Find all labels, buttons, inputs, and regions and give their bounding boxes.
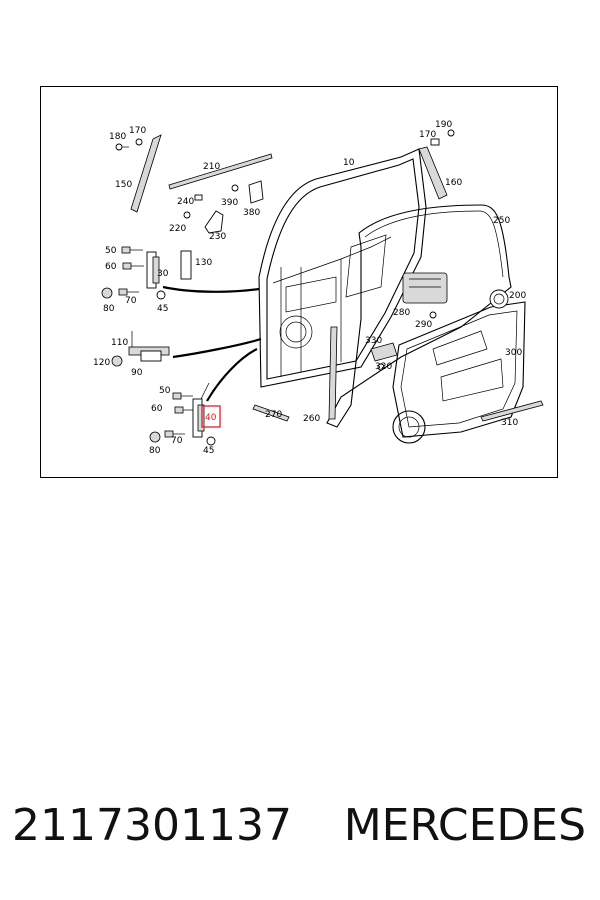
regulator-motor-280 (402, 272, 448, 304)
plate-130 (180, 250, 192, 280)
callout-170: 170 (129, 126, 146, 136)
bolt-50-upper (121, 246, 143, 254)
footer: 2117301137 MERCEDES (0, 800, 600, 860)
door-handle-330 (370, 342, 398, 362)
callout-80-lower: 80 (149, 446, 161, 456)
callout-210: 210 (203, 162, 220, 172)
callout-30: 30 (157, 269, 169, 279)
leader-upper-hinge (162, 285, 260, 293)
callout-240: 240 (177, 197, 194, 207)
callout-50-upper: 50 (105, 246, 117, 256)
callout-10: 10 (343, 158, 355, 168)
door-shell-10 (258, 148, 427, 388)
callout-50-lower: 50 (159, 386, 171, 396)
callout-200: 200 (509, 291, 526, 301)
callout-320: 320 (375, 362, 392, 372)
seal-strip-260 (328, 326, 338, 420)
frame-strip-160 (418, 146, 448, 200)
part-number: 2117301137 (12, 800, 292, 851)
callout-60-upper: 60 (105, 262, 117, 272)
callout-230: 230 (209, 232, 226, 242)
nut-45-upper (156, 290, 166, 300)
callout-70-upper: 70 (125, 296, 137, 306)
seal-strip-270 (252, 404, 290, 422)
callout-290: 290 (415, 320, 432, 330)
nut-80-upper (101, 287, 113, 299)
callout-160: 160 (445, 178, 462, 188)
callout-150: 150 (115, 180, 132, 190)
callout-70-lower: 70 (171, 436, 183, 446)
check-strap-90 (111, 331, 170, 367)
callout-180: 180 (109, 132, 126, 142)
clip-170 (135, 138, 143, 146)
callout-190: 190 (435, 120, 452, 130)
bracket-380 (248, 180, 264, 204)
lower-hinge-40 (192, 382, 210, 438)
highlight-box (201, 405, 221, 428)
exploded-door-diagram: 180 170 150 210 10 190 170 160 240 390 3… (93, 120, 544, 456)
callout-120: 120 (93, 358, 110, 368)
callout-45-upper: 45 (157, 304, 168, 314)
bolt-70-upper (118, 288, 139, 296)
callout-40: 40 (205, 413, 217, 423)
diagram-frame: 180 170 150 210 10 190 170 160 240 390 3… (40, 86, 558, 478)
screw-180 (115, 143, 129, 151)
callout-380: 380 (243, 208, 260, 218)
screw-290 (429, 311, 437, 319)
callout-220: 220 (169, 224, 186, 234)
screw-190 (447, 129, 455, 137)
callout-260: 260 (303, 414, 320, 424)
callout-170b: 170 (419, 130, 436, 140)
callout-60-lower: 60 (151, 404, 163, 414)
callout-300: 300 (505, 348, 522, 358)
upper-hinge-30 (146, 251, 160, 289)
leader-check-strap (172, 337, 262, 359)
callout-310: 310 (501, 418, 518, 428)
brand-name: MERCEDES (343, 800, 586, 851)
callout-280: 280 (393, 308, 410, 318)
bolt-70-lower (164, 430, 185, 438)
callout-250: 250 (493, 216, 510, 226)
callout-45-lower: 45 (203, 446, 214, 456)
callout-90: 90 (131, 368, 143, 378)
bolt-60-lower (174, 406, 193, 414)
trim-strip-210 (168, 153, 273, 190)
screw-390 (231, 184, 239, 192)
speaker-cover-200 (489, 289, 509, 309)
clip-240 (194, 194, 203, 201)
seal-strip-310 (480, 400, 544, 422)
callout-80-upper: 80 (103, 304, 115, 314)
callout-390: 390 (221, 198, 238, 208)
bolt-60-upper (122, 262, 144, 270)
bolt-50-lower (172, 392, 193, 400)
callout-330: 330 (365, 336, 382, 346)
clip-170b (430, 138, 440, 146)
callout-130: 130 (195, 258, 212, 268)
bracket-230 (204, 210, 224, 234)
trim-strip-150 (130, 134, 162, 213)
screw-220 (183, 211, 191, 219)
callout-110: 110 (111, 338, 128, 348)
leader-lower-hinge (206, 348, 258, 402)
callout-270: 270 (265, 410, 282, 420)
nut-45-lower (206, 436, 216, 446)
nut-80-lower (149, 431, 161, 443)
window-seal-250 (326, 204, 512, 428)
clip-320 (377, 363, 385, 371)
